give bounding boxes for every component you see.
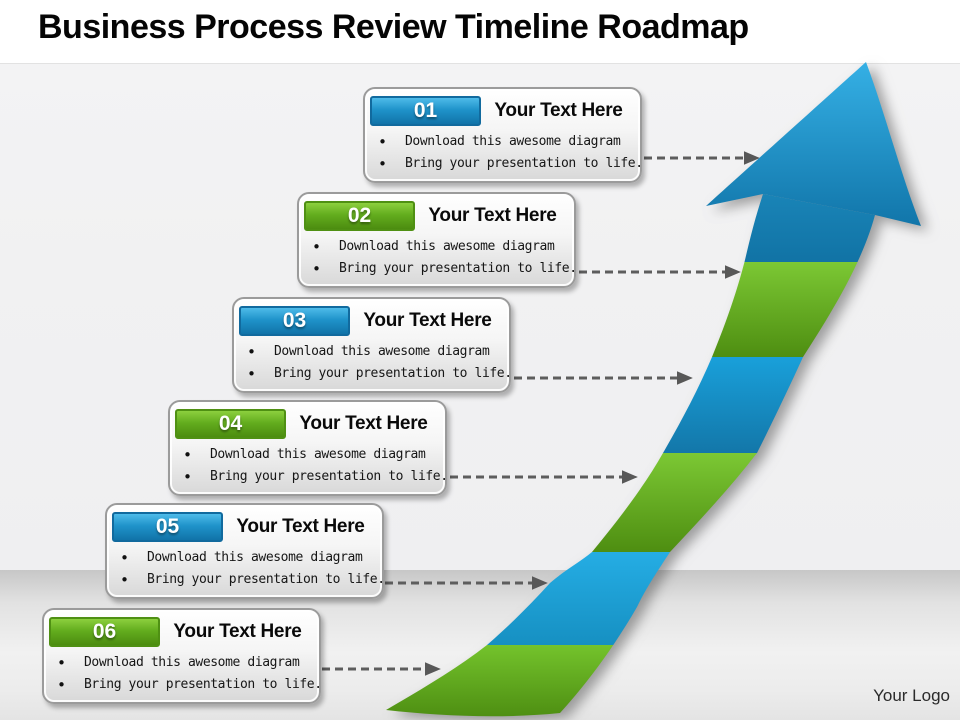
bullet-item: Download this awesome diagram — [234, 341, 509, 363]
step-card-1: 01 Your Text Here Download this awesome … — [363, 87, 643, 183]
bullet-item: Download this awesome diagram — [107, 547, 382, 569]
step-number-badge: 03 — [239, 306, 350, 336]
arrow-head-icon — [706, 62, 921, 226]
bullet-item: Bring your presentation to life. — [44, 674, 322, 696]
step-card-4: 04 Your Text Here Download this awesome … — [168, 400, 448, 496]
bullet-item: Download this awesome diagram — [44, 652, 319, 674]
step-bullets: Download this awesome diagram Bring your… — [170, 444, 448, 488]
roadmap-arrow — [386, 62, 921, 717]
bullet-item: Bring your presentation to life. — [234, 363, 512, 385]
step-title: Your Text Here — [299, 413, 428, 434]
step-title: Your Text Here — [363, 310, 492, 331]
connector-lines — [322, 151, 760, 676]
step-title: Your Text Here — [173, 621, 302, 642]
bullet-item: Bring your presentation to life. — [299, 258, 577, 280]
step-card-5: 05 Your Text Here Download this awesome … — [105, 503, 385, 599]
step-bullets: Download this awesome diagram Bring your… — [299, 236, 577, 280]
step-number-badge: 01 — [370, 96, 481, 126]
step-bullets: Download this awesome diagram Bring your… — [44, 652, 322, 696]
step-number-badge: 02 — [304, 201, 415, 231]
step-title: Your Text Here — [428, 205, 557, 226]
step-bullets: Download this awesome diagram Bring your… — [107, 547, 385, 591]
bullet-item: Download this awesome diagram — [170, 444, 445, 466]
bullet-item: Download this awesome diagram — [299, 236, 574, 258]
step-card-2: 02 Your Text Here Download this awesome … — [297, 192, 577, 288]
step-card-6: 06 Your Text Here Download this awesome … — [42, 608, 322, 704]
step-bullets: Download this awesome diagram Bring your… — [234, 341, 512, 385]
step-title: Your Text Here — [236, 516, 365, 537]
step-card-3: 03 Your Text Here Download this awesome … — [232, 297, 512, 393]
step-title: Your Text Here — [494, 100, 623, 121]
bullet-item: Bring your presentation to life. — [107, 569, 385, 591]
bullet-item: Bring your presentation to life. — [170, 466, 448, 488]
step-number-badge: 04 — [175, 409, 286, 439]
step-bullets: Download this awesome diagram Bring your… — [365, 131, 643, 175]
logo-text: Your Logo — [873, 686, 950, 705]
bullet-item: Bring your presentation to life. — [365, 153, 643, 175]
step-number-badge: 05 — [112, 512, 223, 542]
page-title: Business Process Review Timeline Roadmap — [38, 8, 749, 46]
bullet-item: Download this awesome diagram — [365, 131, 640, 153]
step-number-badge: 06 — [49, 617, 160, 647]
